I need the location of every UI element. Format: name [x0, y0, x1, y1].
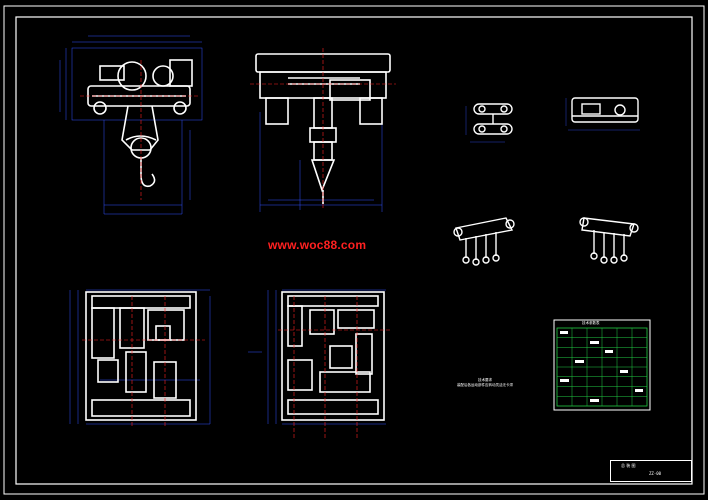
technical-notes: 技术要求 装配后各运动部件应转动灵活无卡滞: [440, 378, 530, 388]
plan-view-right[interactable]: [248, 289, 390, 440]
notes-text: 装配后各运动部件应转动灵活无卡滞: [457, 383, 513, 387]
parts-table: [553, 319, 651, 411]
hook-block-view-right[interactable]: [579, 217, 639, 264]
outer-drawing-border: [3, 5, 705, 495]
front-view-trolley[interactable]: [59, 35, 203, 215]
side-view-trolley[interactable]: [250, 48, 396, 212]
detail-view-wheel-pair[interactable]: [465, 103, 513, 143]
title-block-name: 总 装 图: [621, 463, 636, 468]
notes-heading: 技术要求: [478, 378, 492, 382]
detail-view-end-carriage[interactable]: [565, 97, 640, 131]
title-block-code: ZZ-00: [649, 471, 662, 476]
plan-view-left[interactable]: [69, 289, 211, 428]
watermark-url: www.woc88.com: [268, 238, 367, 252]
hook-block-view-left[interactable]: [453, 217, 515, 266]
title-block: 总 装 图 ZZ-00: [610, 460, 692, 482]
parts-table-title: 技术参数表: [582, 321, 600, 325]
inner-drawing-border: [15, 16, 693, 485]
